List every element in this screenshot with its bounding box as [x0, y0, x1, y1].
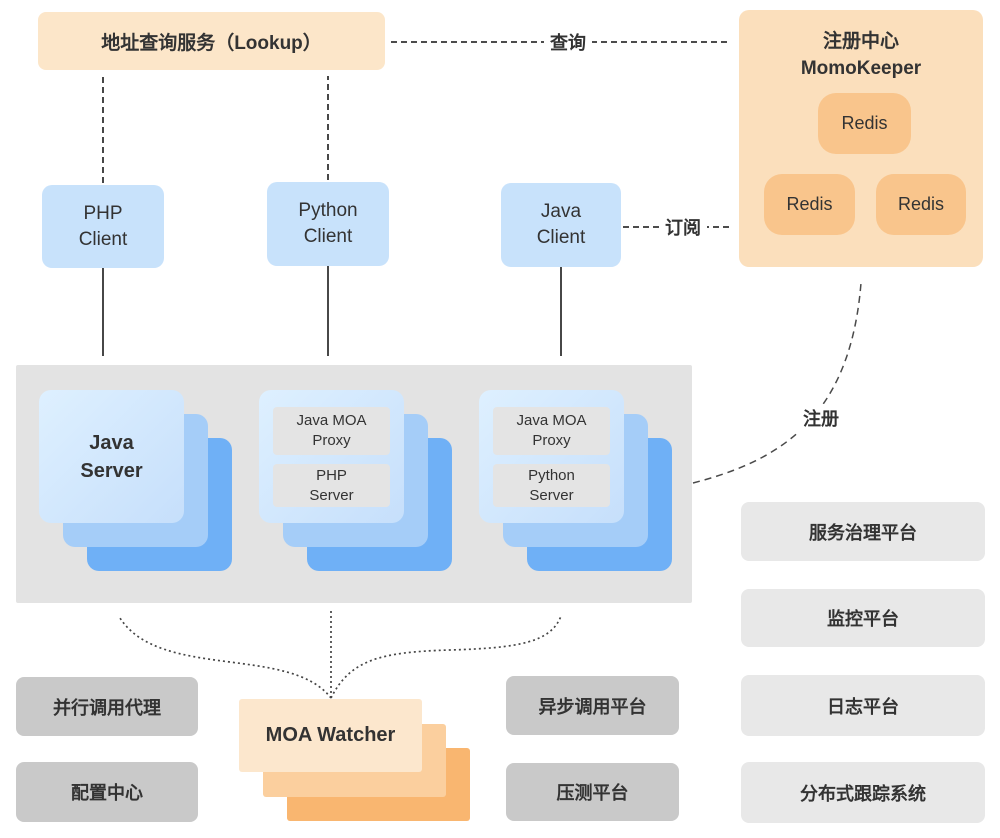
register-edge-label: 注册 — [797, 404, 845, 432]
service-governance-platform-box: 服务治理平台 — [741, 502, 985, 561]
monitoring-platform-box: 监控平台 — [741, 589, 985, 647]
moa-watcher-label: MOA Watcher — [265, 724, 396, 746]
subscribe-edge-label: 订阅 — [659, 213, 707, 241]
php-server-box: PHP Server — [273, 464, 390, 507]
platform-label: 分布式跟踪系统 — [800, 783, 926, 804]
register-arrow — [692, 282, 862, 484]
proxy-label-line2: Proxy — [532, 432, 571, 449]
server-label-line1: PHP — [316, 466, 347, 484]
distributed-tracing-box: 分布式跟踪系统 — [741, 762, 985, 823]
php-client-box: PHP Client — [42, 185, 164, 268]
lookup-service-label: 地址查询服务（Lookup） — [101, 32, 322, 54]
async-call-platform-box: 异步调用平台 — [506, 676, 679, 735]
java-client-box: Java Client — [501, 183, 621, 267]
registry-box: 注册中心 MomoKeeper Redis Redis Redis — [739, 10, 983, 267]
platform-label: 异步调用平台 — [538, 696, 647, 717]
redis-node: Redis — [818, 93, 911, 154]
platform-label: 配置中心 — [71, 783, 143, 803]
platform-label: 服务治理平台 — [809, 522, 917, 543]
registry-title: 注册中心 MomoKeeper — [739, 28, 983, 82]
redis-node: Redis — [764, 174, 855, 235]
python-server-card: Java MOA Proxy Python Server — [479, 390, 624, 523]
java-server-card: Java Server — [39, 390, 184, 523]
client-label-line2: Client — [303, 226, 353, 247]
proxy-label-line1: Java MOA — [516, 412, 587, 429]
query-edge-label: 查询 — [544, 28, 592, 56]
platform-label: 监控平台 — [827, 609, 899, 629]
platform-label: 并行调用代理 — [53, 697, 161, 718]
redis-label: Redis — [897, 194, 945, 214]
parallel-call-proxy-box: 并行调用代理 — [16, 677, 198, 736]
python-server-box: Python Server — [493, 464, 610, 507]
platform-label: 日志平台 — [827, 696, 899, 717]
logging-platform-box: 日志平台 — [741, 675, 985, 736]
redis-label: Redis — [841, 113, 888, 133]
proxy-label-line2: Proxy — [312, 432, 351, 449]
moa-watcher-stack: MOA Watcher — [239, 699, 470, 821]
moa-watcher-box: MOA Watcher — [239, 699, 422, 772]
platform-label: 压测平台 — [556, 783, 629, 803]
client-label-line2: Client — [536, 227, 586, 248]
client-label-line1: PHP — [83, 202, 123, 224]
proxy-label-line1: Java MOA — [296, 412, 367, 429]
java-moa-proxy-box: Java MOA Proxy — [493, 407, 610, 455]
java-server-stack: Java Server — [39, 390, 232, 571]
config-center-box: 配置中心 — [16, 762, 198, 822]
load-test-platform-box: 压测平台 — [506, 763, 679, 821]
registry-title-en: MomoKeeper — [800, 58, 922, 79]
java-moa-proxy-box: Java MOA Proxy — [273, 407, 390, 455]
client-label-line1: Python — [298, 200, 358, 221]
php-server-stack: Java MOA Proxy PHP Server — [259, 390, 452, 571]
php-server-card: Java MOA Proxy PHP Server — [259, 390, 404, 523]
registry-title-zh: 注册中心 — [822, 31, 899, 52]
python-server-stack: Java MOA Proxy Python Server — [479, 390, 672, 571]
server-label-line2: Server — [80, 459, 143, 482]
redis-label: Redis — [786, 194, 833, 214]
client-label-line1: Java — [540, 201, 582, 222]
server-label-line1: Python — [528, 466, 575, 484]
redis-node: Redis — [876, 174, 966, 235]
server-cluster-container: Java Server Java MOA Proxy PHP Server — [16, 365, 692, 603]
server-label-line1: Java — [89, 431, 134, 454]
lookup-service-box: 地址查询服务（Lookup） — [38, 12, 385, 70]
server-label-line2: Server — [309, 486, 354, 504]
client-label-line2: Client — [78, 228, 128, 250]
python-client-box: Python Client — [267, 182, 389, 266]
server-label-line2: Server — [529, 486, 574, 504]
